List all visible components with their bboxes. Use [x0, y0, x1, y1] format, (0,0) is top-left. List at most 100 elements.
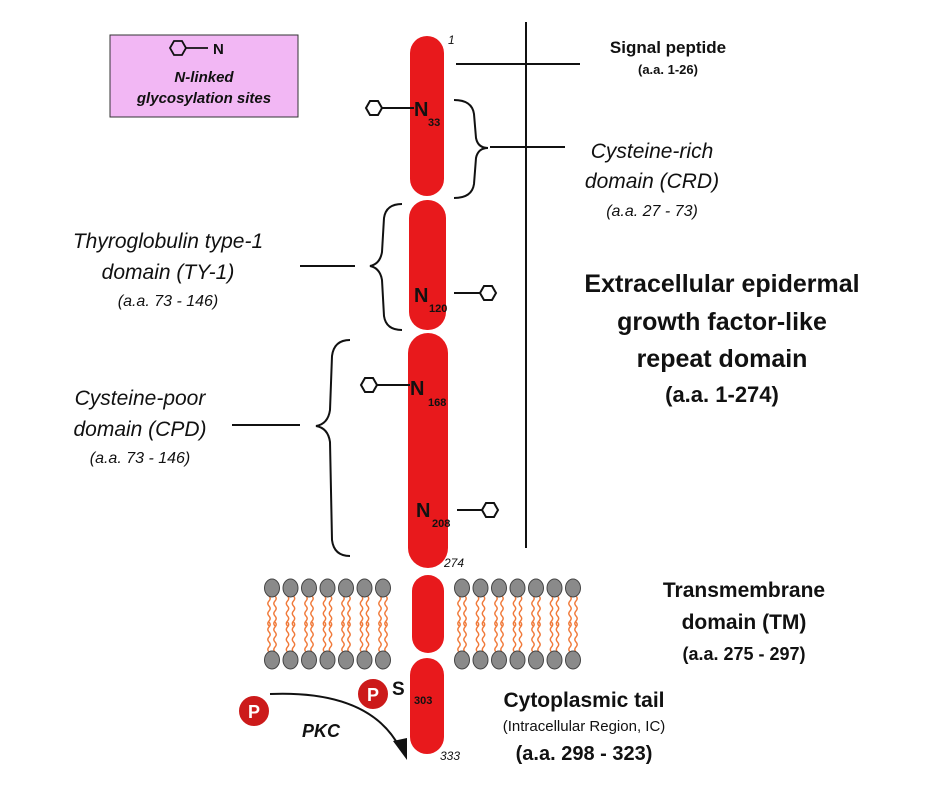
lipid-head	[565, 650, 581, 670]
site-number: 33	[428, 117, 440, 129]
lipid-tail	[304, 621, 308, 653]
lipid-head	[319, 578, 336, 598]
lipid-tail	[322, 595, 327, 627]
lipid-tail	[384, 595, 388, 627]
site-letter: N	[416, 500, 430, 522]
lipid-tail	[481, 621, 486, 653]
tm-title-line-1: Transmembrane	[663, 579, 825, 602]
lipid-tail	[457, 595, 461, 627]
site-number: 208	[432, 518, 450, 530]
lipid-tail	[574, 621, 578, 653]
lipid-head	[264, 650, 280, 670]
crd-range: (a.a. 27 - 73)	[606, 203, 698, 220]
tail-range: (a.a. 298 - 323)	[516, 743, 653, 765]
lipid-head	[491, 650, 507, 670]
glycosylation-site-n33: N 33	[364, 99, 440, 129]
lipid-tail	[518, 621, 523, 653]
lipid-tail	[531, 595, 535, 627]
lipid-head	[454, 650, 470, 670]
lipid-tail	[328, 621, 333, 653]
glycan-hexagon-icon	[364, 100, 384, 116]
ty1-title-line-2: domain (TY-1)	[102, 261, 235, 284]
residue-274-label: 274	[443, 556, 464, 570]
phosphorylation-arrow-icon	[269, 692, 401, 749]
tail-title-line-1: Cytoplasmic tail	[503, 689, 664, 712]
cpd-range: (a.a. 73 - 146)	[90, 450, 191, 467]
lipid-head	[454, 578, 470, 598]
lipid-tail	[273, 595, 277, 627]
lipid-tail	[310, 621, 314, 653]
egf-title-line-2: growth factor-like	[617, 308, 827, 336]
lipid-head	[319, 650, 336, 670]
segment-tail	[410, 658, 444, 754]
lipid-tail	[568, 621, 572, 653]
phosphate-icon	[356, 677, 390, 711]
site-number: 120	[429, 303, 447, 315]
lipid-head	[356, 578, 373, 598]
lipid-tail	[481, 595, 486, 627]
lipid-head	[528, 650, 544, 670]
crd-title-line-2: domain (CRD)	[585, 170, 719, 193]
legend-glyph: N	[213, 41, 224, 58]
lipid-head	[528, 578, 544, 598]
lipid-tail	[494, 621, 498, 653]
ty1-brace	[369, 203, 403, 331]
lipid-head	[375, 650, 391, 670]
lipid-tail	[512, 621, 517, 653]
arrow-head-icon	[393, 738, 407, 760]
lipid-tail	[531, 621, 535, 653]
ty1-range: (a.a. 73 - 146)	[118, 293, 219, 310]
lipid-tail	[457, 621, 461, 653]
glycosylation-site-n208: N 208	[416, 500, 500, 530]
lipid-tail	[285, 595, 290, 627]
lipid-head	[356, 650, 373, 670]
lipid-head	[338, 578, 354, 598]
lipid-tail	[555, 621, 560, 653]
phosphate-icon	[237, 694, 271, 728]
lipid-head	[282, 650, 299, 670]
egf-title-line-1: Extracellular epidermal	[584, 270, 859, 298]
tail-title-line-2: (Intracellular Region, IC)	[503, 718, 666, 735]
segment-signal-crd	[410, 36, 444, 196]
phosphate-letter: P	[367, 685, 379, 705]
lipid-tail	[518, 595, 523, 627]
glycosylation-site-n168: N 168	[359, 377, 446, 409]
lipid-head	[472, 650, 489, 670]
glycan-hexagon-icon	[480, 502, 500, 518]
lipid-tail	[328, 595, 333, 627]
lipid-tail	[500, 595, 504, 627]
kinase-label: PKC	[302, 721, 341, 741]
legend-line-1: N-linked	[174, 69, 234, 86]
segment-ty1	[409, 200, 446, 330]
glycosylation-site-n120: N 120	[414, 285, 498, 315]
segment-cpd	[408, 333, 448, 568]
site-letter: N	[410, 378, 424, 400]
lipid-tail	[549, 595, 554, 627]
signal-peptide-title: Signal peptide	[610, 38, 726, 57]
lipid-head	[565, 578, 581, 598]
lipid-tail	[463, 621, 467, 653]
ty1-title-line-1: Thyroglobulin type-1	[73, 230, 263, 253]
lipid-tail	[475, 621, 480, 653]
tm-title-line-2: domain (TM)	[682, 611, 807, 634]
residue-start-label: 1	[448, 33, 455, 47]
site-letter: S	[392, 679, 405, 700]
lipid-tail	[347, 621, 351, 653]
residue-end-label: 333	[440, 749, 460, 763]
cpd-brace	[315, 339, 351, 557]
crd-title-line-1: Cysteine-rich	[591, 140, 714, 163]
lipid-tail	[267, 595, 271, 627]
egf-range: (a.a. 1-274)	[665, 382, 779, 407]
signal-peptide-range: (a.a. 1-26)	[638, 62, 698, 77]
lipid-tail	[291, 621, 296, 653]
site-number: 168	[428, 397, 446, 409]
lipid-tail	[291, 595, 296, 627]
lipid-tail	[304, 595, 308, 627]
lipid-head	[546, 578, 563, 598]
lipid-tail	[347, 595, 351, 627]
egf-title-line-3: repeat domain	[637, 345, 808, 373]
lipid-tail	[537, 595, 541, 627]
tm-range: (a.a. 275 - 297)	[682, 644, 805, 664]
